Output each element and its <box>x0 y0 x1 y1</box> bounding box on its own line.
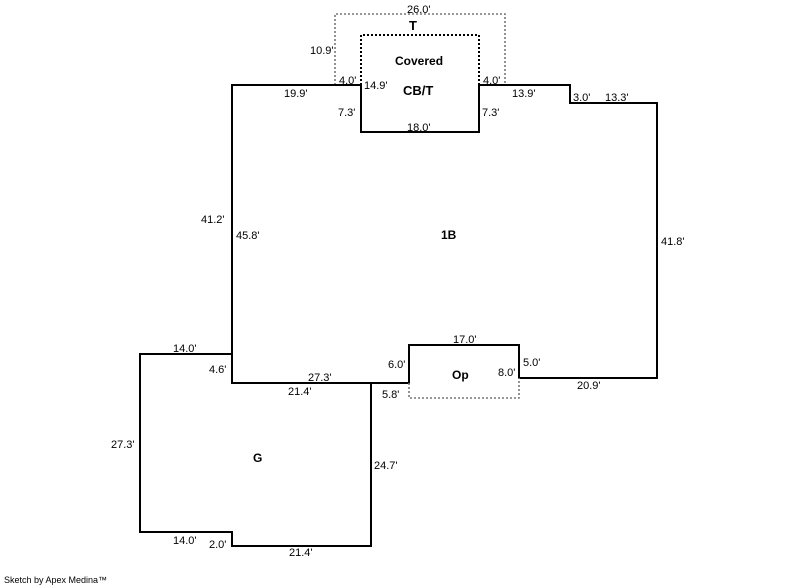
area-label-garage: G <box>253 451 262 465</box>
dim-label: 4.0' <box>339 75 356 87</box>
area-label-cbt: CB/T <box>403 83 433 98</box>
dim-label: 45.8' <box>236 230 260 242</box>
dim-label: 41.8' <box>661 236 685 248</box>
dim-label: 26.0' <box>407 4 431 16</box>
dim-label: 18.0' <box>407 122 431 134</box>
dim-label: 41.2' <box>201 214 225 226</box>
dim-label: 13.9' <box>512 88 536 100</box>
dim-label: 14.9' <box>364 80 388 92</box>
dim-label: 4.0' <box>483 75 500 87</box>
dim-label: 21.4' <box>288 386 312 398</box>
dim-label: 13.3' <box>605 92 629 104</box>
dim-label: 17.0' <box>453 334 477 346</box>
sketch-credit: Sketch by Apex Medina™ <box>4 575 108 585</box>
dim-label: 6.0' <box>388 359 405 371</box>
dim-label: 27.3' <box>308 372 332 384</box>
main-floor-outline <box>231 84 658 384</box>
dim-label: 24.7' <box>374 460 398 472</box>
area-label-1b: 1B <box>441 228 457 242</box>
dim-label: 10.9' <box>310 45 334 57</box>
dim-label: 14.0' <box>173 535 197 547</box>
dim-label: 27.3' <box>111 439 135 451</box>
open-porch-outline <box>408 378 520 399</box>
dim-label: 7.3' <box>338 107 355 119</box>
terrace-outline <box>334 13 506 85</box>
dim-label: 19.9' <box>284 88 308 100</box>
area-label-op: Op <box>452 368 469 382</box>
dim-label: 5.0' <box>523 357 540 369</box>
dim-label: 20.9' <box>577 380 601 392</box>
dim-label: 7.3' <box>482 107 499 119</box>
covered-outline <box>360 34 480 85</box>
dim-label: 8.0' <box>498 367 515 379</box>
garage-outline <box>139 353 372 547</box>
dim-label: 21.4' <box>289 547 313 559</box>
dim-label: 14.0' <box>173 343 197 355</box>
area-label-covered: Covered <box>395 54 443 68</box>
dim-label: 5.8' <box>382 389 399 401</box>
dim-label: 2.0' <box>209 539 226 551</box>
dim-label: 3.0' <box>573 92 590 104</box>
dim-label: 4.6' <box>209 364 226 376</box>
area-label-t: T <box>409 18 417 33</box>
